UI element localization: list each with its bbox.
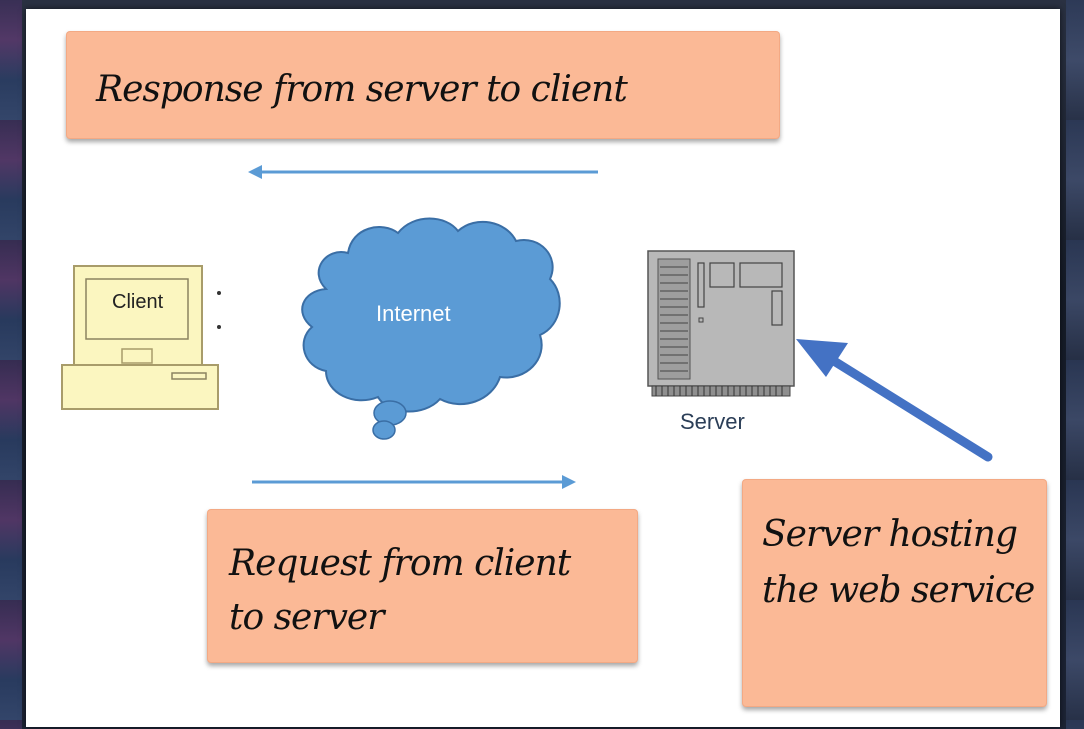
server-icon — [647, 250, 795, 397]
response-note: Response from server to client — [66, 31, 780, 139]
internet-label: Internet — [376, 301, 451, 326]
diagram-slide: Client Internet Server Response from ser… — [26, 9, 1060, 727]
callout-arrow — [796, 339, 993, 462]
request-note: Request from client to server — [207, 509, 638, 663]
server-hosting-note-text: Server hosting the web service — [762, 514, 1035, 611]
response-note-text: Response from server to client — [96, 69, 628, 110]
request-note-text: Request from client to server — [229, 543, 571, 638]
server-hosting-note: Server hosting the web service — [742, 479, 1047, 707]
server-label: Server — [680, 409, 745, 434]
client-computer-icon — [61, 265, 221, 410]
background-left-edge — [0, 0, 22, 729]
request-arrow — [252, 475, 576, 489]
response-arrow — [248, 165, 598, 179]
diagram-canvas — [61, 165, 993, 489]
internet-cloud-icon — [301, 217, 561, 440]
client-label: Client — [112, 291, 164, 313]
background-right-edge — [1066, 0, 1084, 729]
